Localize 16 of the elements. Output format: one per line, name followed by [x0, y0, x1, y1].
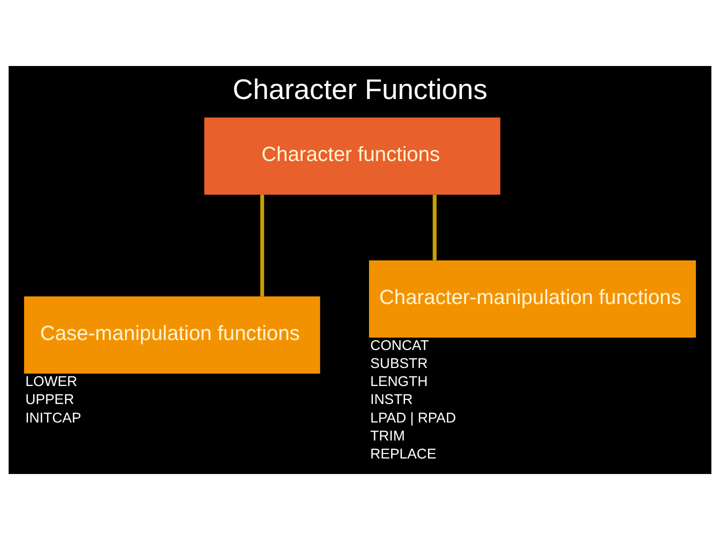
node-label: LPAD | RPAD: [370, 409, 456, 426]
connector: [260, 194, 264, 296]
node-label: CONCAT: [370, 337, 429, 354]
node-box: Case-manipulation functions: [24, 296, 320, 374]
node-box: Character functions: [204, 117, 500, 195]
node-label: UPPER: [25, 391, 74, 408]
node-label: INITCAP: [25, 409, 82, 426]
node-label: TRIM: [370, 427, 405, 444]
node-label: LOWER: [25, 373, 78, 390]
node-label: SUBSTR: [370, 355, 428, 372]
connector: [432, 194, 437, 260]
node-box: Character-manipulation functions: [369, 260, 696, 338]
node-label: LENGTH: [370, 373, 428, 390]
diagram-title: Character Functions: [232, 72, 488, 105]
node-label: INSTR: [370, 391, 413, 408]
node-label: REPLACE: [370, 445, 436, 462]
